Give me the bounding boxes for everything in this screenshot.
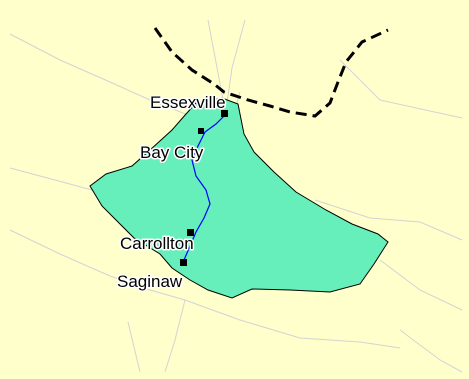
city-labels: Essexville Bay City Carrollton Saginaw: [116, 92, 228, 293]
city-label-essexville[interactable]: Essexville: [149, 92, 228, 114]
road-south-2: [127, 321, 141, 373]
city-markers: [180, 110, 228, 266]
road-north-1: [207, 19, 226, 111]
road-far-east: [399, 329, 463, 373]
city-marker-bay-city[interactable]: [198, 128, 204, 134]
road-southeast: [184, 299, 401, 349]
road-south: [164, 299, 186, 373]
road-southwest: [9, 229, 186, 301]
city-marker-carrollton[interactable]: [187, 229, 194, 236]
road-northwest: [9, 33, 189, 116]
highlighted-region[interactable]: [89, 97, 389, 299]
city-label-carrollton[interactable]: Carrollton: [119, 233, 196, 255]
city-label-saginaw[interactable]: Saginaw: [116, 271, 185, 293]
road-north-2: [225, 19, 246, 111]
road-network: [9, 19, 463, 373]
city-marker-essexville[interactable]: [221, 110, 228, 117]
city-label-bay-city[interactable]: Bay City: [139, 142, 206, 164]
road-southeast-2: [379, 259, 463, 311]
river: [183, 113, 227, 261]
city-marker-saginaw[interactable]: [180, 259, 187, 266]
road-west: [9, 167, 93, 191]
road-east: [314, 199, 463, 241]
road-east-2: [339, 59, 463, 119]
boundary-line: [153, 27, 389, 118]
